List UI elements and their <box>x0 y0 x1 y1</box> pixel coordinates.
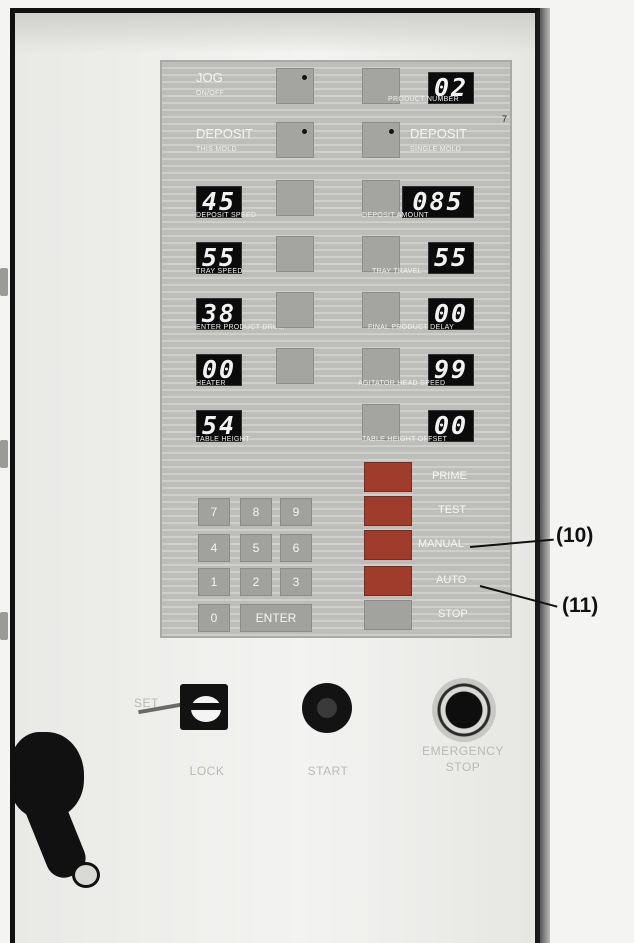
product-number-display: 02 <box>428 72 474 104</box>
deposit-speed-display: 45 <box>196 186 242 218</box>
background-mark <box>0 268 8 296</box>
enter-key[interactable]: ENTER <box>240 604 312 632</box>
set-label: SET <box>134 696 159 710</box>
jog-caption: ON/OFF <box>196 90 225 97</box>
enter-product-drum-button[interactable] <box>276 292 314 328</box>
cabinet-side-edge <box>540 8 550 943</box>
final-product-delay-display: 00 <box>428 298 474 330</box>
tray-speed-caption: TRAY SPEED <box>196 268 243 275</box>
indicator-led <box>389 129 394 134</box>
deposit-this-mold-caption: THIS MOLD <box>196 146 237 153</box>
prime-label: PRIME <box>432 470 467 482</box>
emergency-stop-label: STOP <box>445 760 481 774</box>
jog-button[interactable] <box>276 68 314 104</box>
table-height-caption: TABLE HEIGHT <box>196 436 250 443</box>
tray-speed-button[interactable] <box>276 236 314 272</box>
lock-label: LOCK <box>189 764 225 778</box>
keypad-key-3[interactable]: 3 <box>280 568 312 596</box>
keypad-key-9[interactable]: 9 <box>280 498 312 526</box>
background-mark <box>0 612 8 640</box>
deposit-single-mold-button[interactable] <box>362 122 400 158</box>
test-label: TEST <box>438 504 467 516</box>
manual-button[interactable] <box>364 530 412 560</box>
callout-11: (11) <box>562 594 599 617</box>
table-height-display: 54 <box>196 410 242 442</box>
test-button[interactable] <box>364 496 412 526</box>
final-product-delay-caption: FINAL PRODUCT DELAY <box>368 324 455 331</box>
agitator-head-speed-button[interactable] <box>362 348 400 384</box>
deposit-this-mold-button[interactable] <box>276 122 314 158</box>
row-marker: 7 <box>502 114 508 124</box>
enter-product-drum-caption: ENTER PRODUCT DRUM <box>196 324 285 331</box>
keypad-key-6[interactable]: 6 <box>280 534 312 562</box>
tray-speed-display: 55 <box>196 242 242 274</box>
keypad-key-8[interactable]: 8 <box>240 498 272 526</box>
deposit-speed-button[interactable] <box>276 180 314 216</box>
deposit-single-mold-title: DEPOSIT <box>410 126 468 141</box>
tray-travel-display: 55 <box>428 242 474 274</box>
keypad-key-1[interactable]: 1 <box>198 568 230 596</box>
emergency-stop-button[interactable] <box>432 678 496 742</box>
tray-travel-button[interactable] <box>362 236 400 272</box>
heater-caption: HEATER <box>196 380 226 387</box>
start-label: START <box>307 764 349 778</box>
control-panel: JOG ON/OFF 02 PRODUCT NUMBER DEPOSIT THI… <box>160 60 512 638</box>
keypad-key-2[interactable]: 2 <box>240 568 272 596</box>
tray-travel-caption: TRAY TRAVEL <box>372 268 422 275</box>
keypad-key-5[interactable]: 5 <box>240 534 272 562</box>
deposit-single-mold-caption: SINGLE MOLD <box>410 146 462 153</box>
deposit-this-mold-title: DEPOSIT <box>196 126 254 141</box>
indicator-led <box>302 129 307 134</box>
heater-button[interactable] <box>276 348 314 384</box>
manual-label: MANUAL <box>418 538 464 550</box>
final-product-delay-button[interactable] <box>362 292 400 328</box>
product-number-button[interactable] <box>362 68 400 104</box>
table-height-offset-display: 00 <box>428 410 474 442</box>
agitator-head-speed-caption: AGITATOR HEAD SPEED <box>358 380 446 387</box>
deposit-amount-display: 085 <box>402 186 474 218</box>
keypad-key-7[interactable]: 7 <box>198 498 230 526</box>
keypad-key-0[interactable]: 0 <box>198 604 230 632</box>
key-switch-slot <box>186 703 222 710</box>
emergency-label: EMERGENCY <box>422 744 504 758</box>
start-button[interactable] <box>302 683 352 733</box>
enter-product-drum-display: 38 <box>196 298 242 330</box>
keypad-key-4[interactable]: 4 <box>198 534 230 562</box>
product-number-caption: PRODUCT NUMBER <box>388 96 459 103</box>
auto-button[interactable] <box>364 566 412 596</box>
stop-label: STOP <box>438 608 468 620</box>
table-height-offset-caption: TABLE HEIGHT OFFSET <box>362 436 448 443</box>
indicator-led <box>302 75 307 80</box>
auto-label: AUTO <box>436 574 467 586</box>
stop-button[interactable] <box>364 600 412 630</box>
deposit-amount-caption: DEPOSIT AMOUNT <box>362 212 429 219</box>
deposit-speed-caption: DEPOSIT SPEED <box>196 212 257 219</box>
keypad-area: 7 8 9 4 5 6 1 2 3 0 ENTER PRIME TEST MAN… <box>160 448 512 638</box>
agitator-head-speed-display: 99 <box>428 354 474 386</box>
jog-title: JOG <box>196 70 223 85</box>
callout-10: (10) <box>556 524 594 547</box>
heater-display: 00 <box>196 354 242 386</box>
background-mark <box>0 440 8 468</box>
lock-key-switch[interactable] <box>180 684 228 730</box>
prime-button[interactable] <box>364 462 412 492</box>
table-height-offset-button[interactable] <box>362 404 400 440</box>
door-handle-tip <box>72 862 100 888</box>
deposit-amount-button[interactable] <box>362 180 400 216</box>
